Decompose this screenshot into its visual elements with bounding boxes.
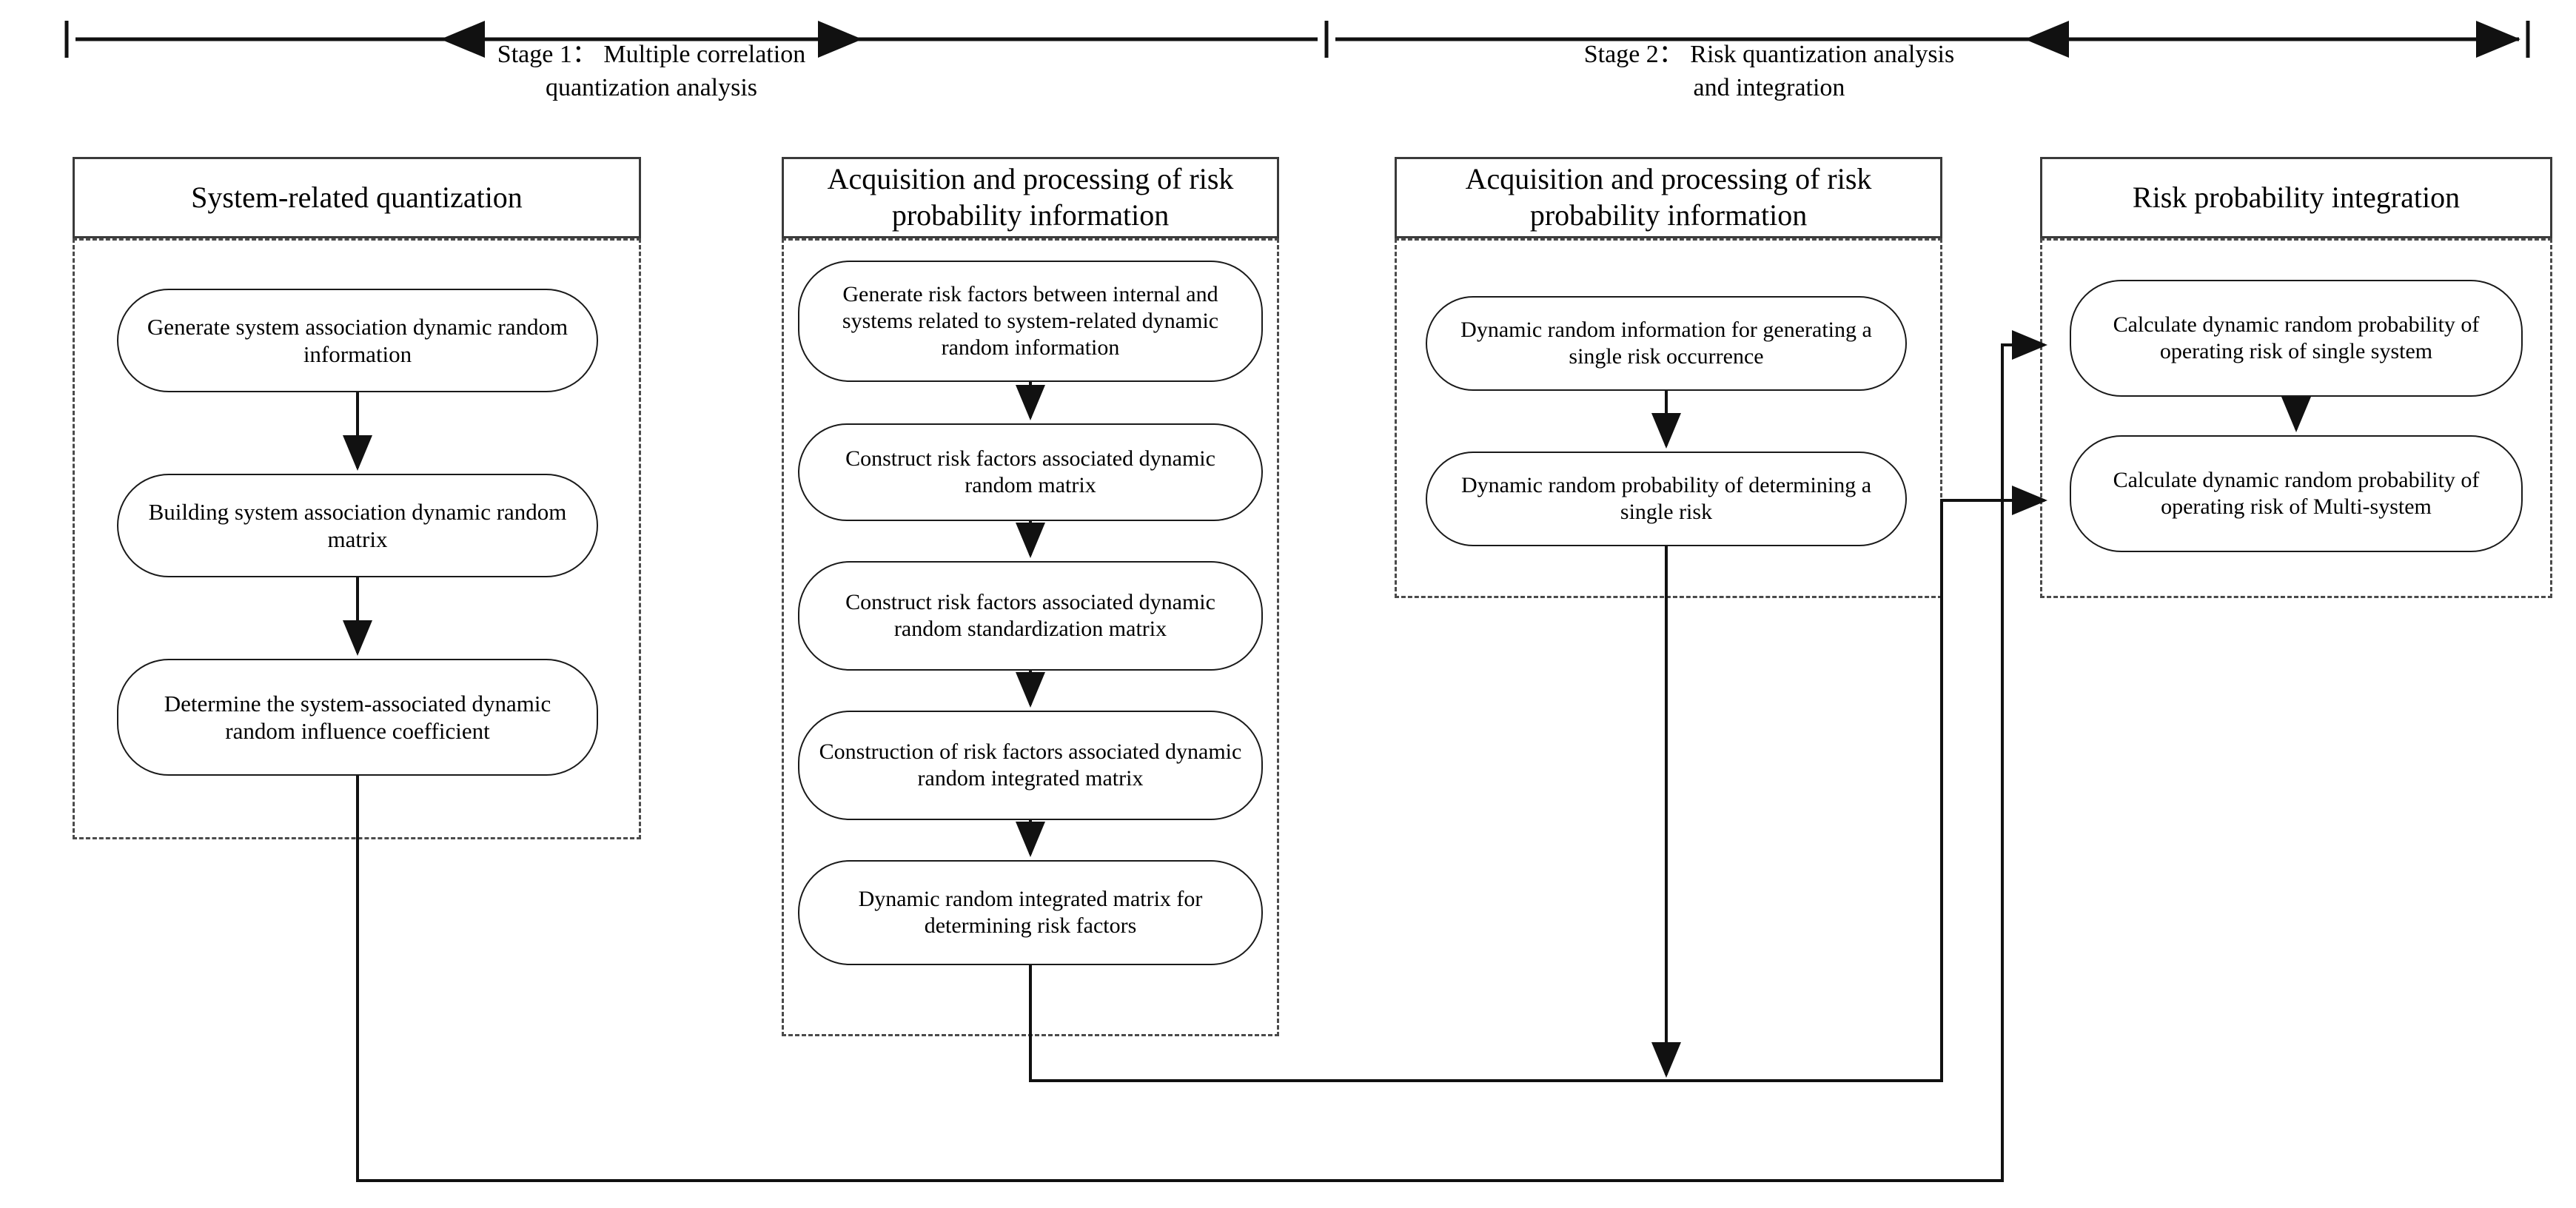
panel-title-2: Acquisition and processing of risk proba… bbox=[827, 162, 1234, 232]
node-label: Construction of risk factors associated … bbox=[819, 739, 1242, 791]
node-label: Dynamic random information for generatin… bbox=[1460, 318, 1872, 369]
panel-header-risk-probability-integration: Risk probability integration bbox=[2040, 157, 2552, 238]
node-generate-risk-factors-between-internal[interactable]: Generate risk factors between internal a… bbox=[798, 261, 1263, 382]
node-calculate-probability-multi-system[interactable]: Calculate dynamic random probability of … bbox=[2070, 435, 2523, 552]
stage-2-line-1: Stage 2： Risk quantization analysis bbox=[1583, 41, 1955, 68]
stage-2-label: Stage 2： Risk quantization analysis and … bbox=[1510, 38, 2028, 105]
node-building-system-association-matrix[interactable]: Building system association dynamic rand… bbox=[117, 474, 598, 577]
node-construction-risk-factors-integrated-matrix[interactable]: Construction of risk factors associated … bbox=[798, 711, 1263, 820]
node-label: Calculate dynamic random probability of … bbox=[2113, 468, 2480, 519]
node-label: Building system association dynamic rand… bbox=[148, 498, 567, 552]
panel-header-acquisition-a: Acquisition and processing of risk proba… bbox=[782, 157, 1279, 238]
panel-title-4: Risk probability integration bbox=[2132, 180, 2461, 214]
stage-2-line-2: and integration bbox=[1693, 73, 1845, 101]
node-label: Construct risk factors associated dynami… bbox=[845, 446, 1215, 497]
node-generate-system-association-info[interactable]: Generate system association dynamic rand… bbox=[117, 289, 598, 392]
node-label: Determine the system-associated dynamic … bbox=[164, 690, 551, 744]
node-determine-system-influence-coefficient[interactable]: Determine the system-associated dynamic … bbox=[117, 659, 598, 776]
node-label: Calculate dynamic random probability of … bbox=[2113, 312, 2480, 363]
node-label: Dynamic random integrated matrix for det… bbox=[858, 887, 1203, 938]
node-dynamic-random-probability-single-risk[interactable]: Dynamic random probability of determinin… bbox=[1426, 452, 1907, 546]
stage-1-line-2: quantization analysis bbox=[545, 73, 758, 101]
node-dynamic-random-integrated-matrix-determining[interactable]: Dynamic random integrated matrix for det… bbox=[798, 860, 1263, 965]
panel-title-1: System-related quantization bbox=[191, 180, 523, 214]
stage-1-label: Stage 1： Multiple correlation quantizati… bbox=[444, 38, 859, 105]
node-dynamic-random-info-single-risk-occurrence[interactable]: Dynamic random information for generatin… bbox=[1426, 296, 1907, 391]
stage-1-line-1: Stage 1： Multiple correlation bbox=[497, 41, 806, 68]
panel-title-3: Acquisition and processing of risk proba… bbox=[1465, 162, 1872, 232]
panel-header-acquisition-b: Acquisition and processing of risk proba… bbox=[1395, 157, 1942, 238]
node-calculate-probability-single-system[interactable]: Calculate dynamic random probability of … bbox=[2070, 280, 2523, 397]
panel-header-system-related-quantization: System-related quantization bbox=[73, 157, 641, 238]
node-label: Dynamic random probability of determinin… bbox=[1460, 473, 1872, 524]
node-label: Generate risk factors between internal a… bbox=[842, 282, 1219, 360]
node-construct-risk-factors-standardization-matrix[interactable]: Construct risk factors associated dynami… bbox=[798, 561, 1263, 671]
node-label: Generate system association dynamic rand… bbox=[147, 313, 568, 367]
node-label: Construct risk factors associated dynami… bbox=[845, 590, 1215, 641]
node-construct-risk-factors-matrix[interactable]: Construct risk factors associated dynami… bbox=[798, 423, 1263, 521]
